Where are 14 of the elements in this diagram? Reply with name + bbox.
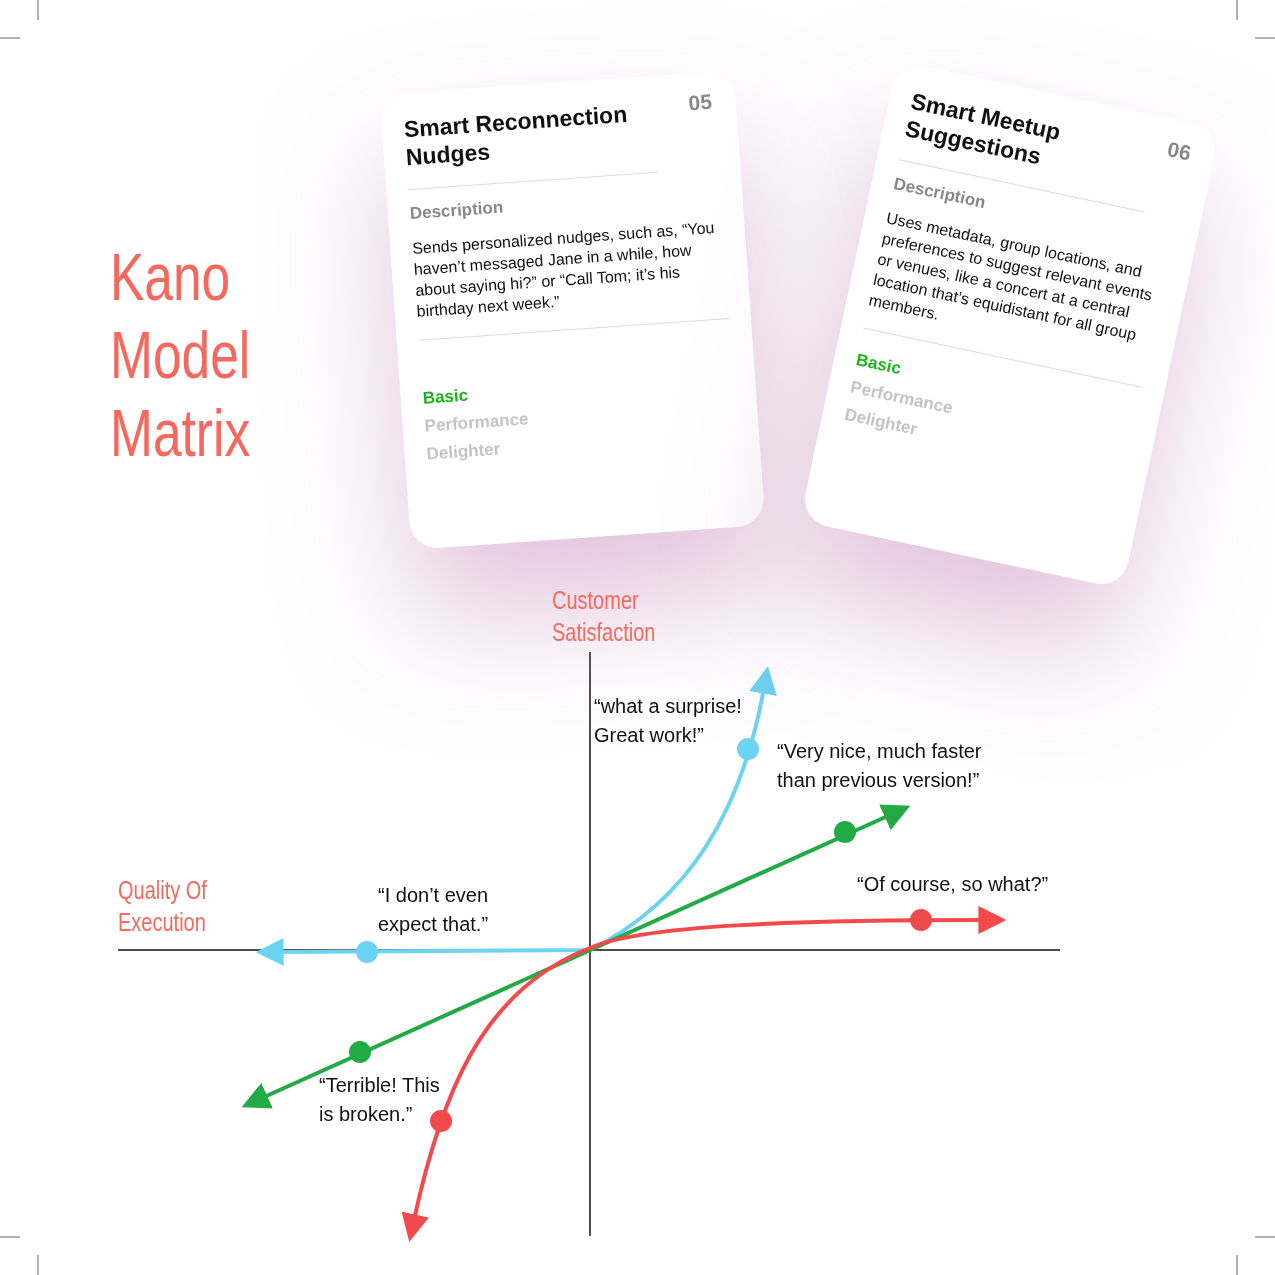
- category-label: Delighter: [426, 439, 501, 465]
- quote-text: “Terrible! This is broken.”: [319, 1073, 441, 1127]
- quote-text: “what a surprise! Great work!”: [594, 694, 743, 748]
- axis-title: Quality Of Execution: [118, 875, 208, 938]
- quote-text: “Of course, so what?”: [857, 872, 1050, 897]
- card-title: Smart Reconnection Nudges: [403, 97, 658, 191]
- category-label: Performance: [424, 409, 530, 437]
- card-number: 05: [687, 89, 713, 116]
- category-label: Basic: [422, 385, 469, 409]
- title: Kano Model Matrix: [110, 239, 252, 472]
- quote-text: “Very nice, much faster than previous version!”: [777, 739, 983, 793]
- quote-text: “I don’t even expect that.”: [378, 883, 490, 937]
- card-number: 06: [1165, 137, 1194, 166]
- axis-title: Customer Satisfaction: [552, 585, 657, 648]
